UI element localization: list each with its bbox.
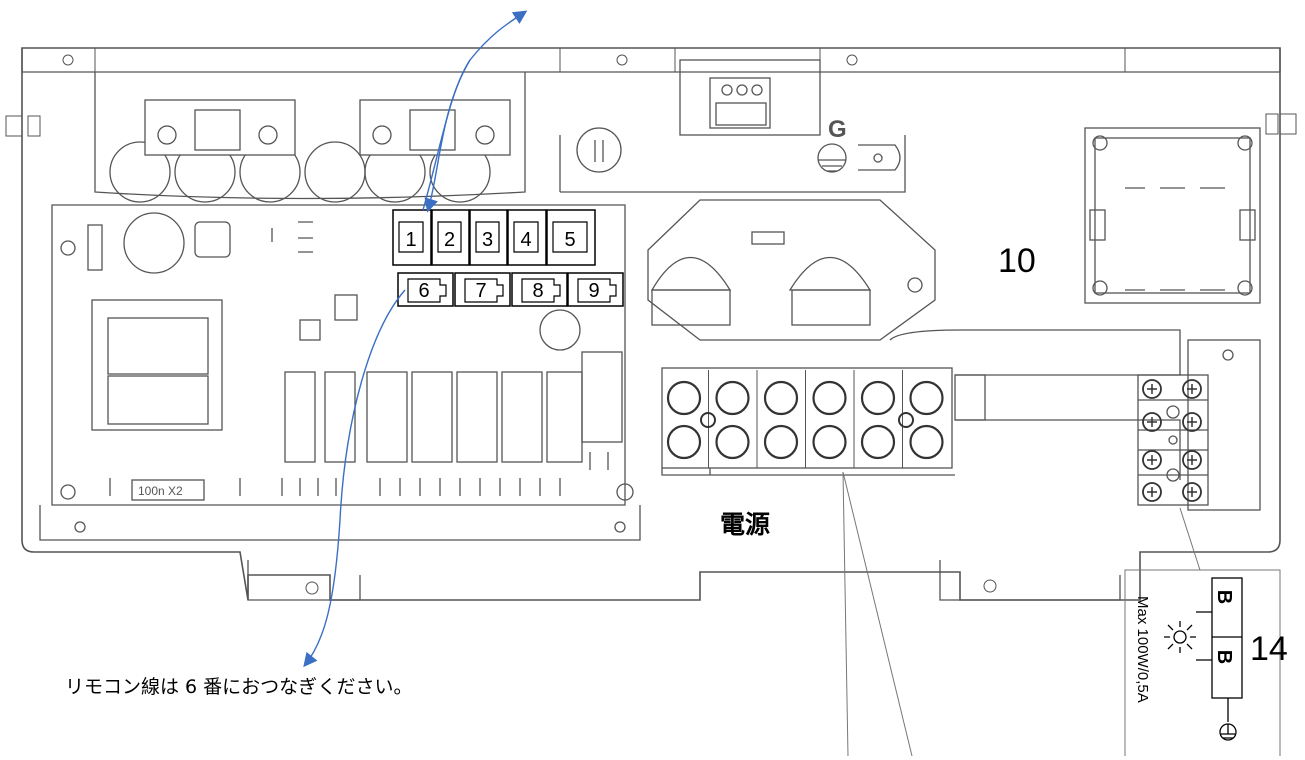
cable-clamp-block xyxy=(94,72,526,203)
connector-label-5: 5 xyxy=(564,229,575,251)
mains-screw xyxy=(666,380,702,416)
connector-8: 8 xyxy=(511,272,568,307)
earth-screw xyxy=(1142,482,1162,502)
connector-3: 3 xyxy=(469,209,508,266)
remote-wire-note: リモコン線は 6 番におつなぎください。 xyxy=(65,676,413,698)
earth-screw xyxy=(1142,412,1162,432)
arrow-from-top xyxy=(424,59,471,213)
connector-label-2: 2 xyxy=(444,229,455,251)
mains-screw xyxy=(763,380,799,416)
connector-label-3: 3 xyxy=(482,229,493,251)
lamp-rating: Max 100W/0,5A xyxy=(1134,596,1151,703)
top-rail xyxy=(21,48,1281,73)
mains-screw xyxy=(666,424,702,460)
connector-label-6: 6 xyxy=(418,280,429,302)
mains-screw xyxy=(763,424,799,460)
mains-screw-terminals xyxy=(666,370,944,468)
connector-7: 7 xyxy=(454,272,511,307)
earth-screw xyxy=(1142,450,1162,470)
earth-screw xyxy=(1182,379,1202,399)
connector-label-8: 8 xyxy=(532,280,543,302)
earth-screw xyxy=(1182,482,1202,502)
lamp-terminal-b1: B xyxy=(1213,590,1235,604)
connector-label-7: 7 xyxy=(475,280,486,302)
power-terminal-block xyxy=(661,329,1181,480)
callout-14: 14 xyxy=(1250,630,1288,668)
earth-screw xyxy=(1142,379,1162,399)
enclosure-outline xyxy=(21,47,1281,601)
power-label: 電源 xyxy=(720,510,771,539)
connector-label-4: 4 xyxy=(520,229,531,251)
callout-10: 10 xyxy=(998,242,1036,280)
mains-screw xyxy=(860,424,896,460)
connector-9: 9 xyxy=(567,272,624,307)
arrow-to-note xyxy=(303,289,406,668)
mains-screw xyxy=(715,380,750,416)
connector-2: 2 xyxy=(431,209,470,266)
connector-5: 5 xyxy=(546,209,596,266)
mains-screw xyxy=(812,424,847,460)
connector-row-bottom: 6 7 8 9 xyxy=(397,272,624,307)
lamp-legend xyxy=(1164,577,1243,741)
connector-label-9: 9 xyxy=(588,280,599,302)
mains-screw xyxy=(715,424,750,460)
connector-4: 4 xyxy=(507,209,547,266)
mains-screw xyxy=(812,380,847,416)
earth-screws xyxy=(1142,379,1202,502)
control-pcb xyxy=(39,204,641,541)
board-marking: 100n X2 xyxy=(138,484,183,498)
earth-screw xyxy=(1182,412,1202,432)
connector-1: 1 xyxy=(392,209,432,266)
mains-screw xyxy=(909,424,944,460)
connector-row-top: 1 2 3 4 5 xyxy=(392,209,596,266)
earth-screw xyxy=(1182,450,1202,470)
lamp-terminal-b2: B xyxy=(1213,650,1235,664)
connector-6: 6 xyxy=(397,272,454,307)
fuse-holder xyxy=(647,199,936,341)
mains-screw xyxy=(909,380,944,416)
mains-screw xyxy=(860,380,896,416)
ground-mark: G xyxy=(828,116,847,143)
connector-label-1: 1 xyxy=(405,229,416,251)
lamp-terminal-block xyxy=(1137,339,1261,511)
